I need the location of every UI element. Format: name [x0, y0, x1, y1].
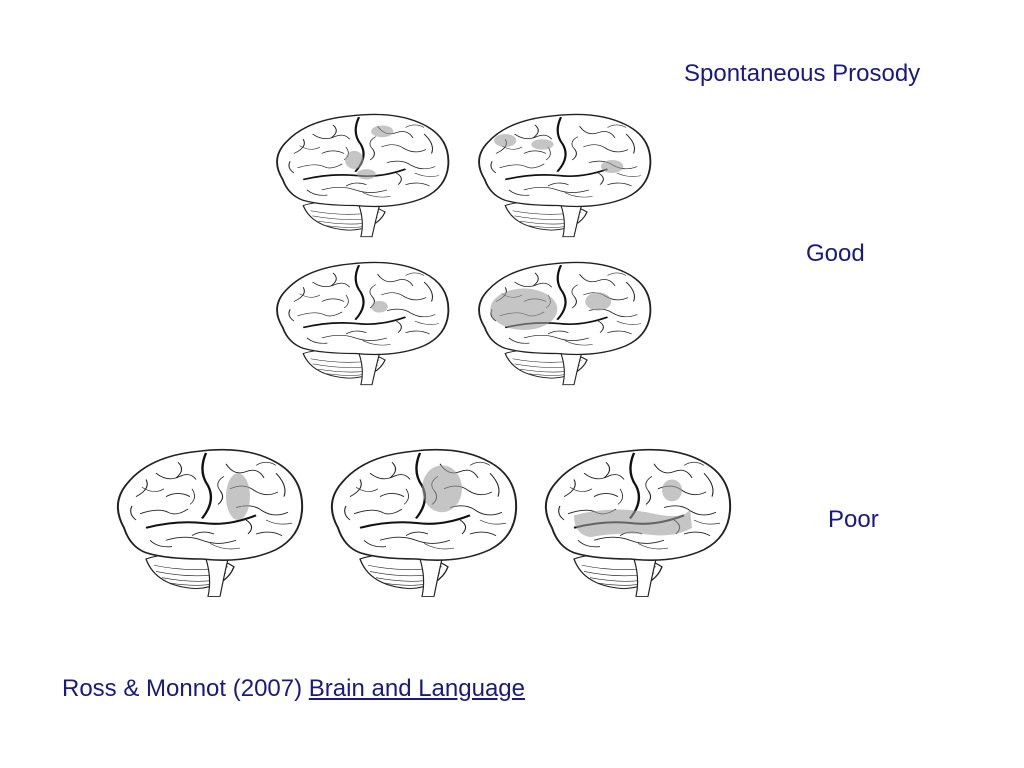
lesion-shading — [371, 125, 394, 138]
brain-icon — [266, 108, 452, 238]
slide-title: Spontaneous Prosody — [684, 60, 921, 87]
lesion-shading — [226, 473, 250, 520]
lesion-shading — [357, 169, 376, 180]
lesion-shading — [494, 134, 517, 147]
lesion-shading — [345, 150, 364, 170]
lesion-shading — [531, 139, 554, 150]
brain-icon — [320, 442, 520, 598]
label-poor: Poor — [828, 506, 879, 533]
brain-icon — [534, 442, 734, 598]
lesion-shading — [585, 292, 612, 311]
brain-icon — [266, 256, 452, 386]
citation-authors: Ross & Monnot (2007) — [62, 675, 303, 702]
brain-icon — [468, 108, 654, 238]
lesion-shading — [600, 160, 624, 173]
lesion-shading — [574, 509, 692, 538]
citation: Ross & Monnot (2007) Brain and Language — [62, 677, 525, 701]
lesion-shading — [490, 288, 558, 331]
lesion-shading — [662, 479, 682, 502]
lesion-shading — [422, 465, 462, 513]
brain-icon — [468, 256, 654, 386]
lesion-shading — [371, 300, 388, 313]
label-good: Good — [806, 240, 865, 267]
brain-icon — [106, 442, 306, 598]
citation-journal-link[interactable]: Brain and Language — [308, 675, 525, 702]
